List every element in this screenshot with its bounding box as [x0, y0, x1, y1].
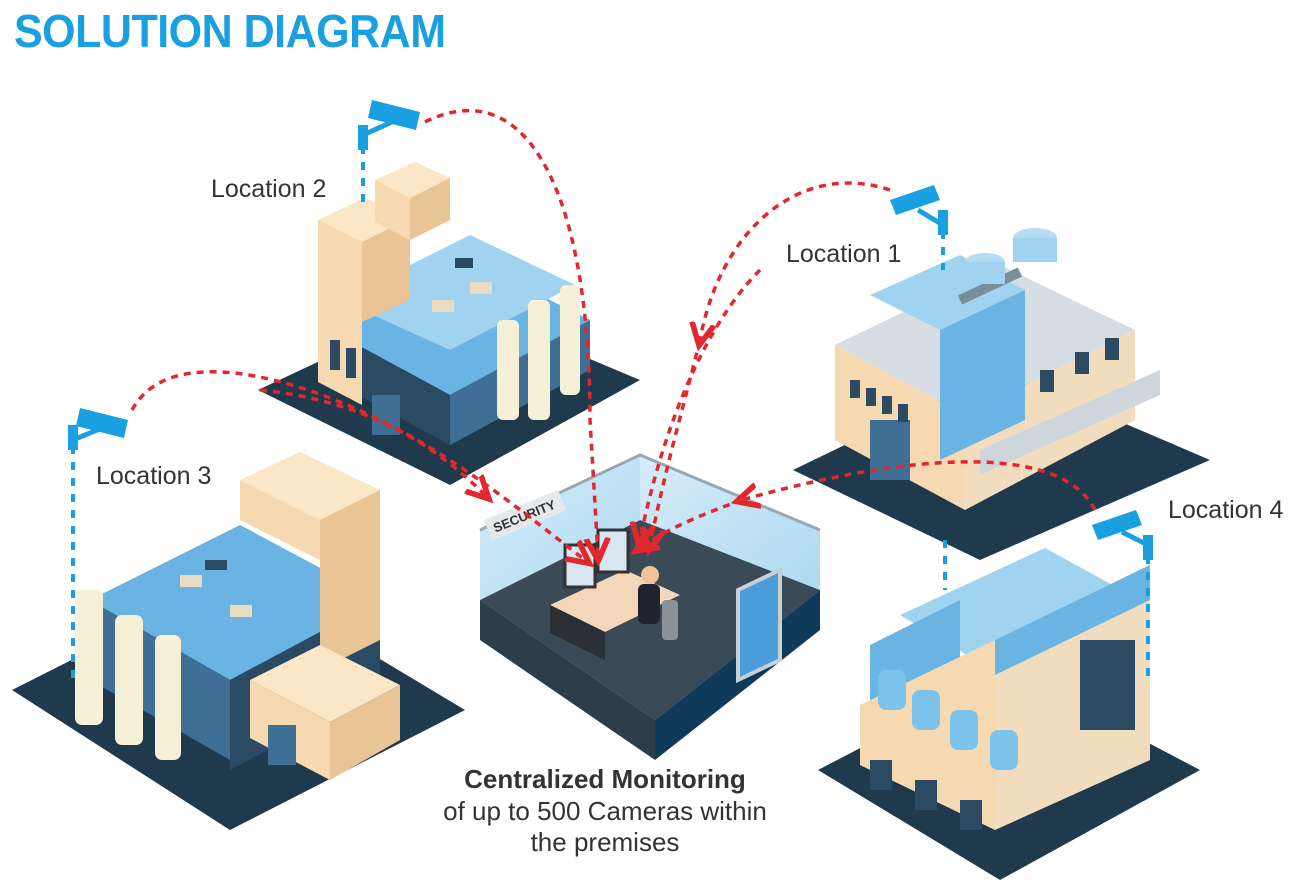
caption-line-1: of up to 500 Cameras within — [443, 795, 767, 826]
cctv-camera-icon — [358, 100, 420, 205]
factory-location-3 — [12, 452, 465, 830]
factory-location-1 — [793, 228, 1210, 560]
location-4-label: Location 4 — [1168, 496, 1284, 524]
caption-heading: Centralized Monitoring — [464, 764, 746, 794]
location-1-label: Location 1 — [786, 240, 902, 268]
cctv-camera-icon — [890, 185, 948, 270]
cctv-camera-icon — [943, 510, 1153, 680]
page-title: SOLUTION DIAGRAM — [14, 6, 446, 58]
factory-location-2 — [258, 162, 640, 485]
cctv-camera-icon — [68, 408, 128, 680]
link-location-4 — [742, 460, 1097, 511]
link-location-2 — [424, 108, 598, 555]
security-room — [479, 453, 821, 760]
location-3-label: Location 3 — [96, 462, 212, 490]
location-2-label: Location 2 — [211, 175, 327, 203]
caption-line-2: the premises — [530, 827, 680, 858]
link-location-4b — [640, 498, 743, 548]
link-location-1 — [700, 181, 891, 340]
link-location-2b — [259, 388, 485, 495]
camera-links — [130, 108, 1097, 560]
factory-location-4 — [818, 548, 1200, 880]
link-location-3 — [130, 370, 585, 560]
diagram-caption: Centralized Monitoring of up to 500 Came… — [405, 764, 805, 859]
